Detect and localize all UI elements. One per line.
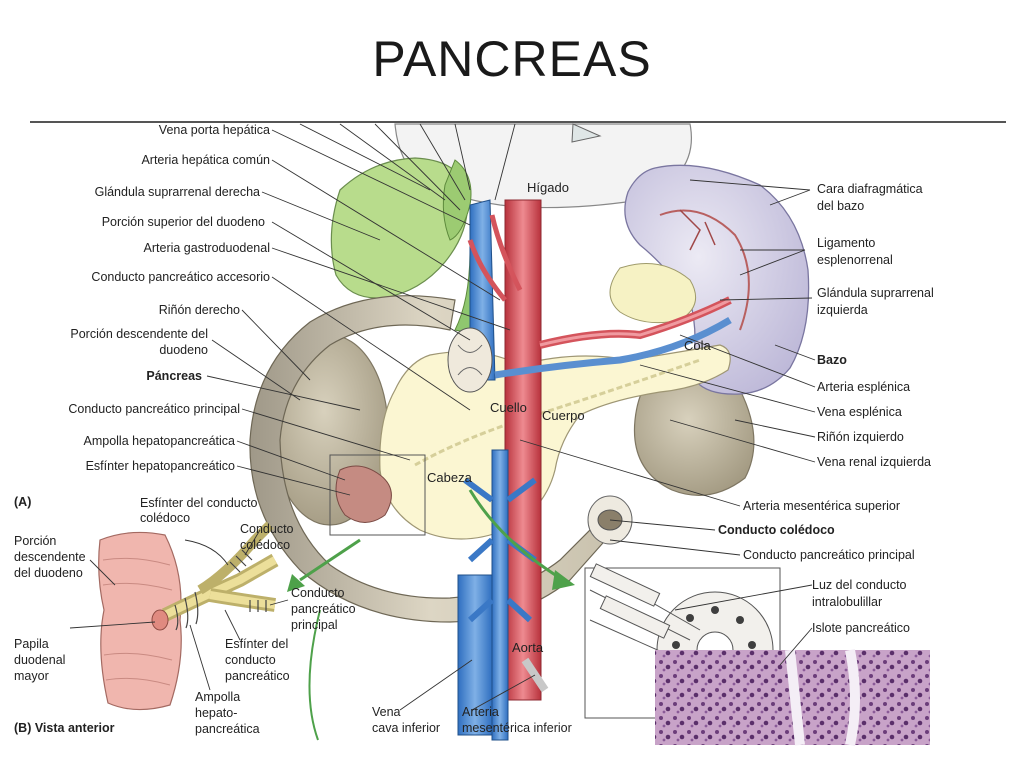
label-cabeza: Cabeza	[427, 470, 473, 485]
label-vena-cava-1: Vena	[372, 705, 401, 719]
panel-b-detail	[69, 521, 289, 711]
slide-title: PANCREAS	[372, 31, 652, 87]
label-glandula-izq-2: izquierda	[817, 303, 868, 317]
label-porcion-superior-duodeno: Porción superior del duodeno	[102, 215, 265, 229]
label-b-esfinter-coledoco-1: Esfínter del conducto	[140, 496, 257, 510]
label-esfinter-hepatopancreatico: Esfínter hepatopancreático	[86, 459, 235, 473]
label-b-esfinter-coledoco-2: colédoco	[140, 511, 190, 525]
label-conducto-principal-right: Conducto pancreático principal	[743, 548, 915, 562]
label-arteria-mes-inf-2: mesentérica inferior	[462, 721, 572, 735]
label-cara-diafragmatica-2: del bazo	[817, 199, 864, 213]
label-vena-renal-izq: Vena renal izquierda	[817, 455, 931, 469]
label-vena-cava-2: cava inferior	[372, 721, 440, 735]
label-cola: Cola	[684, 338, 712, 353]
label-section-b: (B) Vista anterior	[14, 721, 115, 735]
label-porcion-descendente-1: Porción descendente del	[70, 327, 208, 341]
label-arteria-mesenterica-sup: Arteria mesentérica superior	[743, 499, 900, 513]
label-islote: Islote pancreático	[812, 621, 910, 635]
label-b-conducto-coledoco-2: colédoco	[240, 538, 290, 552]
label-b-conducto-principal-1: Conducto	[291, 586, 345, 600]
label-arteria-esplenica: Arteria esplénica	[817, 380, 910, 394]
label-arteria-mes-inf-1: Arteria	[462, 705, 499, 719]
label-cuello: Cuello	[490, 400, 527, 415]
label-ampolla: Ampolla hepatopancreática	[84, 434, 236, 448]
label-b-conducto-coledoco-1: Conducto	[240, 522, 294, 536]
label-porcion-descendente-2: duodeno	[159, 343, 208, 357]
label-glandula-suprarrenal-derecha: Glándula suprarrenal derecha	[95, 185, 260, 199]
label-b-ampolla-3: pancreática	[195, 722, 260, 736]
label-conducto-accesorio: Conducto pancreático accesorio	[91, 270, 270, 284]
label-b-porcion-1: Porción	[14, 534, 56, 548]
label-b-esfinter-principal-3: pancreático	[225, 669, 290, 683]
label-ligamento-2: esplenorrenal	[817, 253, 893, 267]
label-vena-porta: Vena porta hepática	[159, 123, 270, 137]
label-glandula-izq-1: Glándula suprarrenal	[817, 286, 934, 300]
label-cara-diafragmatica-1: Cara diafragmática	[817, 182, 923, 196]
label-cuerpo: Cuerpo	[542, 408, 585, 423]
label-rinon-derecho: Riñón derecho	[159, 303, 240, 317]
label-b-esfinter-principal-2: conducto	[225, 653, 276, 667]
label-vena-esplenica: Vena esplénica	[817, 405, 902, 419]
label-pancreas: Páncreas	[146, 369, 202, 383]
label-b-papila-1: Papila	[14, 637, 49, 651]
label-b-porcion-3: del duodeno	[14, 566, 83, 580]
label-luz-conducto-2: intralobulillar	[812, 595, 882, 609]
label-higado: Hígado	[527, 180, 569, 195]
label-b-ampolla-1: Ampolla	[195, 690, 240, 704]
label-conducto-coledoco: Conducto colédoco	[718, 523, 835, 537]
label-arteria-gastroduodenal: Arteria gastroduodenal	[144, 241, 270, 255]
label-luz-conducto-1: Luz del conducto	[812, 578, 907, 592]
label-arteria-hepatica: Arteria hepática común	[141, 153, 270, 167]
label-ligamento-1: Ligamento	[817, 236, 875, 250]
label-b-esfinter-principal-1: Esfínter del	[225, 637, 288, 651]
label-conducto-principal-left: Conducto pancreático principal	[68, 402, 240, 416]
label-b-papila-3: mayor	[14, 669, 49, 683]
right-leader-lines	[519, 179, 816, 666]
label-b-conducto-principal-3: principal	[291, 618, 338, 632]
title-divider	[30, 121, 1006, 123]
label-b-papila-2: duodenal	[14, 653, 65, 667]
label-section-a: (A)	[14, 495, 31, 509]
label-b-conducto-principal-2: pancreático	[291, 602, 356, 616]
label-aorta: Aorta	[512, 640, 544, 655]
label-b-porcion-2: descendente	[14, 550, 86, 564]
right-adrenal-gland	[330, 157, 469, 299]
label-b-ampolla-2: hepato-	[195, 706, 237, 720]
label-bazo: Bazo	[817, 353, 847, 367]
label-rinon-izquierdo: Riñón izquierdo	[817, 430, 904, 444]
left-leader-lines	[206, 129, 511, 496]
